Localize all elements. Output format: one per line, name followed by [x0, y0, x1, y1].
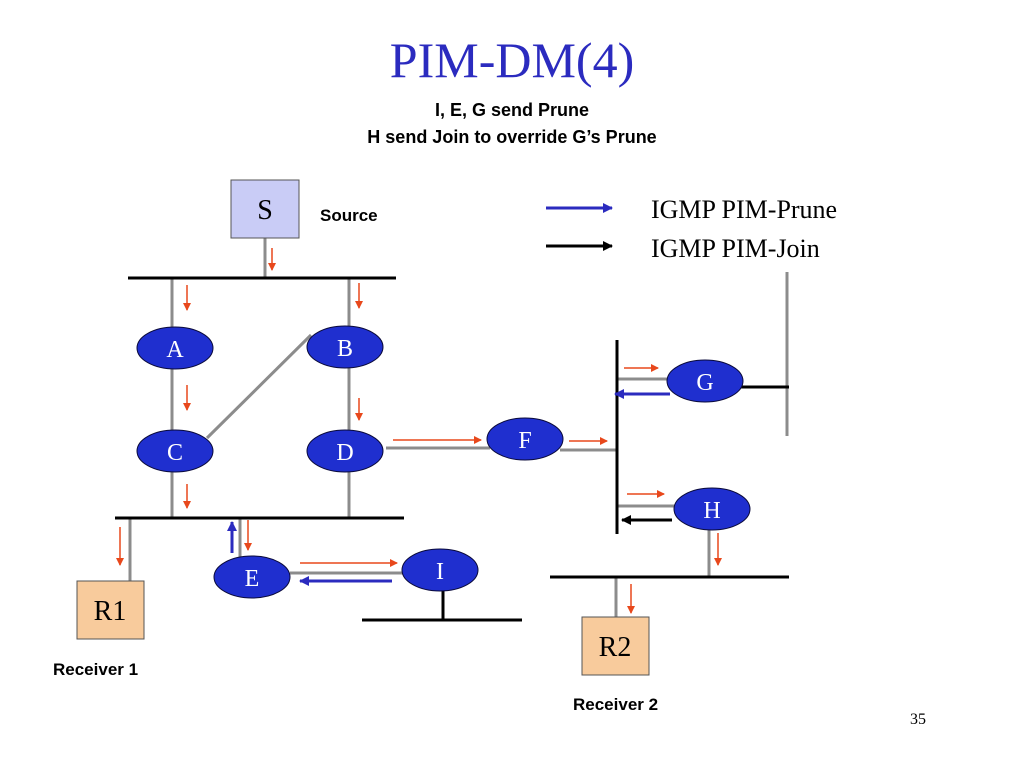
router-b — [306, 325, 384, 369]
subtitle-line-2: H send Join to override G’s Prune — [367, 127, 657, 147]
receiver-1: R1 — [76, 580, 145, 640]
source-node: S — [230, 179, 300, 239]
router-g-label: G — [696, 370, 713, 396]
subtitle-line-1: I, E, G send Prune — [434, 100, 590, 120]
router-d-label: D — [336, 440, 353, 466]
router-f-label: F — [518, 428, 531, 454]
router-c-label: C — [167, 440, 183, 466]
router-e — [213, 555, 291, 599]
receiver-2: R2 — [581, 616, 650, 676]
router-a — [136, 326, 214, 370]
routers — [136, 325, 751, 599]
data-flow-arrows — [116, 248, 722, 614]
router-f — [486, 417, 564, 461]
source-label: Source — [320, 206, 378, 225]
router-e-label: E — [245, 566, 260, 592]
router-g — [666, 359, 744, 403]
router-b-label: B — [337, 336, 353, 362]
receiver1-label: Receiver 1 — [53, 660, 138, 679]
receiver2-box — [581, 616, 650, 676]
legend-join-label: IGMP PIM-Join — [651, 234, 820, 263]
router-i-label: I — [436, 559, 444, 585]
receiver1-box — [76, 580, 145, 640]
link-b-c — [205, 333, 313, 440]
router-c — [136, 429, 214, 473]
source-box-label: S — [257, 195, 273, 226]
source-box — [230, 179, 300, 239]
join-arrows — [546, 241, 672, 525]
receiver1-box-label: R1 — [94, 596, 127, 627]
router-h — [673, 487, 751, 531]
prune-arrows — [227, 203, 670, 586]
legend-prune-label: IGMP PIM-Prune — [651, 195, 837, 224]
links — [128, 238, 789, 617]
receiver2-box-label: R2 — [599, 632, 632, 663]
router-h-label: H — [703, 498, 720, 524]
router-d — [306, 429, 384, 473]
page-number: 35 — [910, 711, 926, 728]
slide-title: PIM-DM(4) — [389, 32, 635, 88]
receiver2-label: Receiver 2 — [573, 695, 658, 714]
lan-segments — [115, 276, 789, 622]
router-a-label: A — [166, 337, 184, 363]
router-i — [401, 548, 479, 592]
